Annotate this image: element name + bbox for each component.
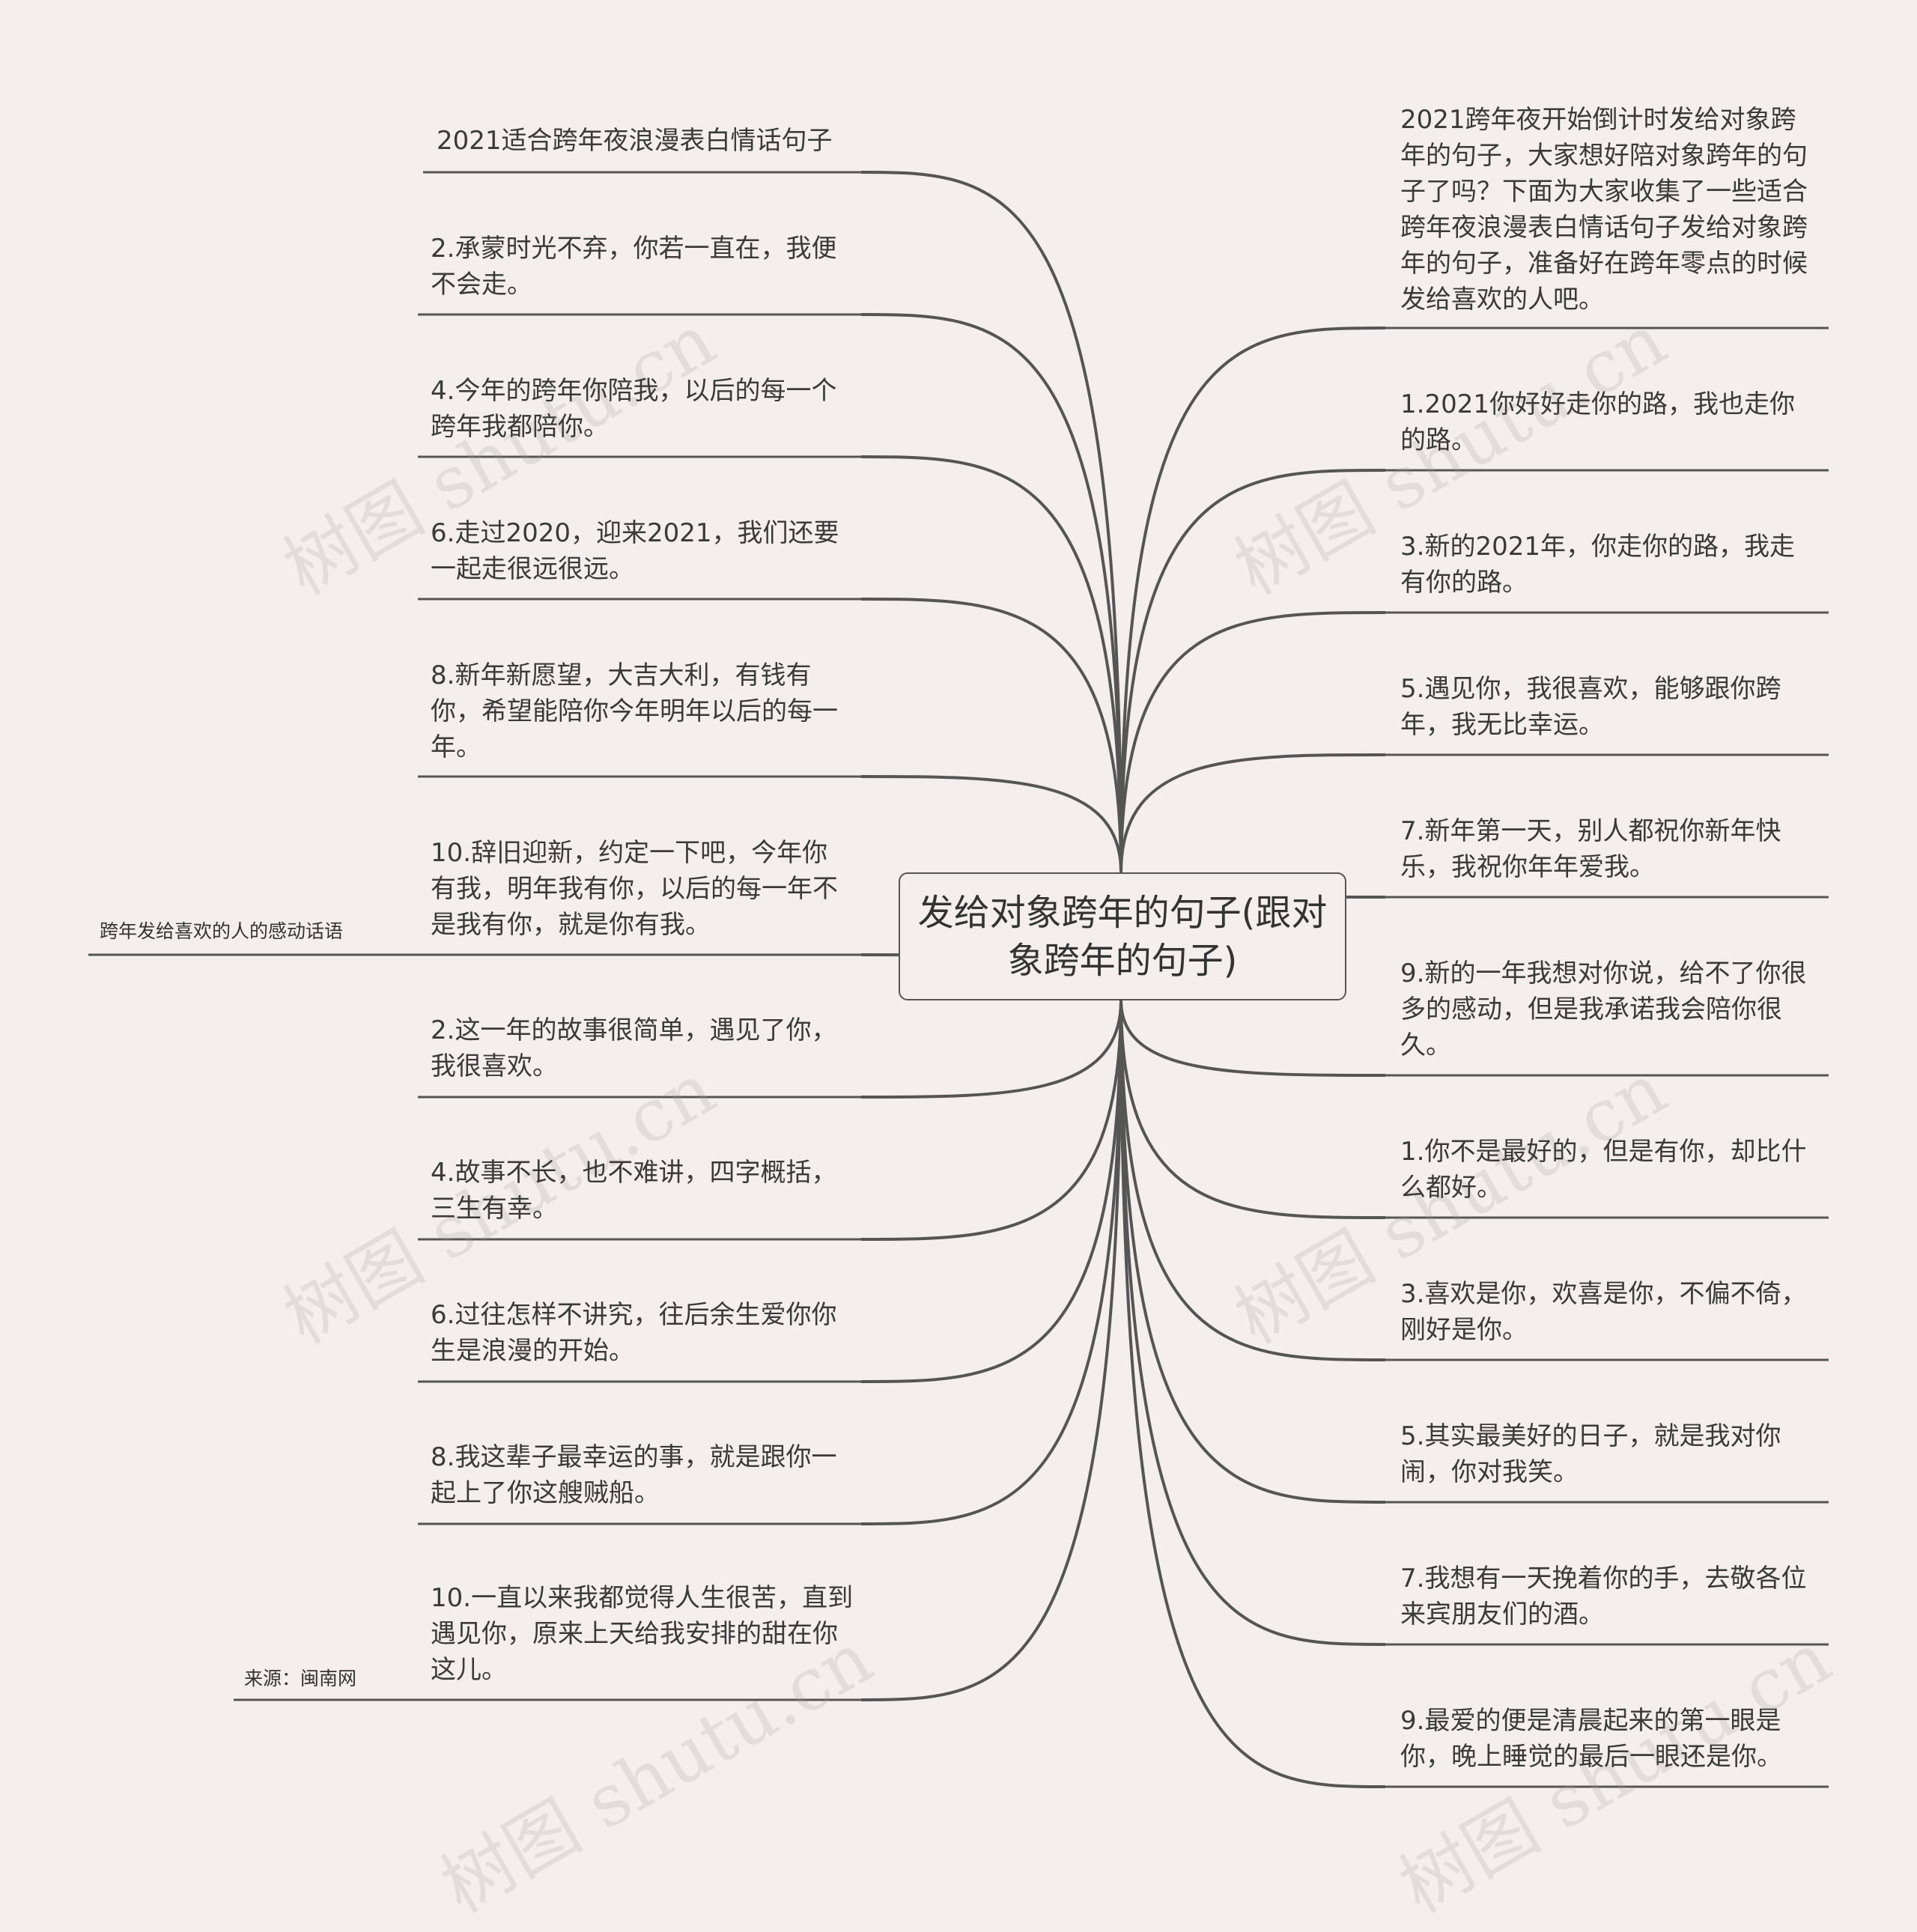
branch-connector <box>860 1000 1122 1525</box>
branch-connector <box>1119 611 1386 873</box>
left-node-subtitle: 跨年发给喜欢的人的感动话语 <box>100 920 344 942</box>
right-node: 5.遇见你，我很喜欢，能够跟你跨年，我无比幸运。 <box>1400 674 1781 740</box>
branch-connector <box>1119 1000 1386 1219</box>
branch-connector <box>1119 469 1386 873</box>
right-node: 5.其实最美好的日子，就是我对你闹，你对我笑。 <box>1400 1421 1781 1487</box>
branch-connector <box>1119 1000 1386 1361</box>
branch-connector <box>1119 1000 1386 1504</box>
branch-connector <box>1119 1000 1386 1788</box>
left-node: 6.走过2020，迎来2021，我们还要一起走很远很远。 <box>431 518 839 584</box>
right-node: 7.新年第一天，别人都祝你新年快乐，我祝你年年爱我。 <box>1400 816 1781 882</box>
branch-connector <box>860 313 1122 873</box>
left-node: 10.一直以来我都觉得人生很苦，直到遇见你，原来上天给我安排的甜在你这儿。 <box>431 1583 854 1685</box>
right-node: 9.新的一年我想对你说，给不了你很多的感动，但是我承诺我会陪你很久。 <box>1400 959 1807 1060</box>
branch-connector <box>1119 1000 1386 1077</box>
branch-connector <box>860 598 1122 873</box>
branch-connector <box>860 171 1122 873</box>
mind-map: 树图 shutu.cn 树图 shutu.cn 树图 shutu.cn 树图 s… <box>88 105 1844 1929</box>
left-node: 6.过往怎样不讲究，往后余生爱你你生是浪漫的开始。 <box>431 1300 837 1366</box>
right-node: 3.喜欢是你，欢喜是你，不偏不倚，刚好是你。 <box>1400 1279 1807 1345</box>
right-node: 3.新的2021年，你走你的路，我走有你的路。 <box>1400 532 1795 598</box>
branch-connector <box>860 455 1122 873</box>
right-node: 1.2021你好好走你的路，我也走你的路。 <box>1400 389 1795 455</box>
right-node-intro: 2021跨年夜开始倒计时发给对象跨年的句子，大家想好陪对象跨年的句子了吗？下面为… <box>1400 105 1808 315</box>
branch-connector <box>1119 326 1386 873</box>
branch-connector <box>860 1000 1122 1383</box>
branch-connector <box>860 1000 1122 1701</box>
branch-connector <box>860 1000 1122 1241</box>
left-node: 8.我这辈子最幸运的事，就是跟你一起上了你这艘贼船。 <box>431 1442 837 1508</box>
branch-connector <box>860 1000 1122 1099</box>
right-node: 1.你不是最好的，但是有你，却比什么都好。 <box>1400 1137 1807 1203</box>
left-node-title: 2021适合跨年夜浪漫表白情话句子 <box>437 126 833 156</box>
right-node: 9.最爱的便是清晨起来的第一眼是你，晚上睡觉的最后一眼还是你。 <box>1400 1706 1782 1772</box>
left-node: 2.承蒙时光不弃，你若一直在，我便不会走。 <box>431 234 837 300</box>
left-node: 8.新年新愿望，大吉大利，有钱有你，希望能陪你今年明年以后的每一年。 <box>431 660 838 762</box>
left-node: 4.今年的跨年你陪我，以后的每一个跨年我都陪你。 <box>431 376 837 442</box>
source-note: 来源：闽南网 <box>244 1668 357 1689</box>
branch-connector <box>1119 753 1386 873</box>
central-topic: 发给对象跨年的句子(跟对象跨年的句子) <box>899 872 1346 1000</box>
left-node: 2.这一年的故事很简单，遇见了你，我很喜欢。 <box>431 1015 837 1081</box>
left-node: 4.故事不长，也不难讲，四字概括，三生有幸。 <box>431 1158 837 1224</box>
right-node: 7.我想有一天挽着你的手，去敬各位来宾朋友们的酒。 <box>1400 1564 1807 1629</box>
left-node: 10.辞旧迎新，约定一下吧，今年你有我，明年我有你，以后的每一年不是我有你，就是… <box>431 838 838 940</box>
branch-connector <box>860 775 1122 873</box>
branch-connector <box>1119 1000 1386 1646</box>
